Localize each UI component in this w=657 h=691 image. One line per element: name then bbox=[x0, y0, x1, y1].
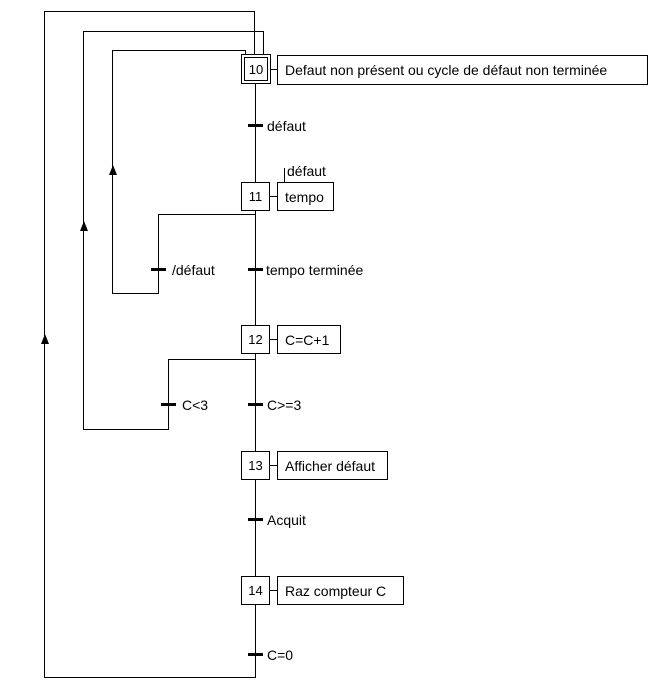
step-10-action-connector bbox=[271, 69, 277, 70]
step-12-number: 12 bbox=[248, 332, 263, 347]
return-loop-inner-bottom-line bbox=[112, 293, 159, 294]
step-10-inner-border: 10 bbox=[244, 57, 268, 81]
step-11-condition-tick bbox=[284, 168, 285, 182]
branch-slash-defaut-line bbox=[158, 214, 159, 293]
transition-tempo-terminee-tick bbox=[248, 268, 263, 271]
return-loop-outer-top-line bbox=[44, 11, 255, 12]
return-loop-inner-top-line bbox=[112, 50, 246, 51]
step-11-condition-label: défaut bbox=[287, 163, 326, 179]
step-14-number: 14 bbox=[248, 583, 263, 598]
step-11-action-text: tempo bbox=[285, 188, 324, 205]
step-14-action-text: Raz compteur C bbox=[285, 582, 387, 599]
transition-c-eq-0-label: C=0 bbox=[267, 647, 294, 663]
step-13-action-text: Afficher défaut bbox=[285, 457, 376, 474]
transition-slash-defaut-tick bbox=[151, 268, 166, 271]
transition-acquit-tick bbox=[248, 518, 263, 521]
arrow-up-icon bbox=[80, 221, 88, 231]
divergence-step11-line bbox=[158, 214, 256, 215]
step-12-box: 12 bbox=[241, 325, 270, 354]
transition-defaut-label: défaut bbox=[267, 118, 306, 134]
step-10-action-text: Defaut non présent ou cycle de défaut no… bbox=[285, 62, 608, 78]
step-11-box: 11 bbox=[241, 182, 270, 211]
step-12-action-text: C=C+1 bbox=[285, 331, 330, 348]
transition-c-ge-3-tick bbox=[248, 403, 263, 406]
step-13-number: 13 bbox=[248, 458, 263, 473]
step-11-action-box: tempo bbox=[277, 182, 334, 211]
step-10-action-box: Defaut non présent ou cycle de défaut no… bbox=[277, 55, 648, 85]
transition-c-lt-3-tick bbox=[161, 403, 176, 406]
transition-tempo-terminee-label: tempo terminée bbox=[266, 262, 364, 278]
return-loop-outer-bottom-line bbox=[44, 677, 256, 678]
step-14-action-box: Raz compteur C bbox=[277, 576, 404, 605]
step-13-action-connector bbox=[270, 465, 277, 466]
step-14-action-connector bbox=[270, 590, 277, 591]
step-10-number: 10 bbox=[248, 61, 264, 77]
branch-c-lt-3-line bbox=[168, 359, 169, 429]
divergence-step12-line bbox=[168, 359, 256, 360]
arrow-up-icon bbox=[41, 334, 49, 344]
step-12-action-box: C=C+1 bbox=[277, 325, 341, 354]
return-loop-outer-entry-line bbox=[254, 11, 255, 54]
step-13-box: 13 bbox=[241, 451, 270, 480]
step-14-box: 14 bbox=[241, 576, 270, 605]
return-loop-outer-vertical-line bbox=[44, 11, 45, 677]
return-loop-middle-entry-line bbox=[263, 31, 264, 54]
return-loop-inner-entry-stub bbox=[245, 50, 246, 55]
transition-acquit-label: Acquit bbox=[267, 512, 306, 528]
arrow-up-icon bbox=[109, 165, 117, 175]
step-11-action-connector bbox=[270, 196, 277, 197]
return-loop-middle-top-line bbox=[83, 31, 264, 32]
link-step13-step14 bbox=[255, 479, 256, 576]
link-step12-step13 bbox=[255, 353, 256, 451]
transition-c-ge-3-label: C>=3 bbox=[267, 397, 302, 413]
transition-c-lt-3-label: C<3 bbox=[182, 397, 209, 413]
step-10-box: 10 bbox=[241, 54, 271, 84]
step-12-action-connector bbox=[270, 339, 277, 340]
transition-slash-defaut-label: /défaut bbox=[172, 262, 215, 278]
transition-c-eq-0-tick bbox=[248, 653, 263, 656]
link-step10-step11 bbox=[255, 84, 256, 182]
link-step14-bottom bbox=[255, 604, 256, 677]
transition-defaut-tick bbox=[248, 124, 263, 127]
return-loop-middle-bottom-line bbox=[83, 429, 169, 430]
link-step11-step12 bbox=[255, 210, 256, 325]
step-11-number: 11 bbox=[248, 189, 263, 204]
step-13-action-box: Afficher défaut bbox=[277, 451, 388, 480]
